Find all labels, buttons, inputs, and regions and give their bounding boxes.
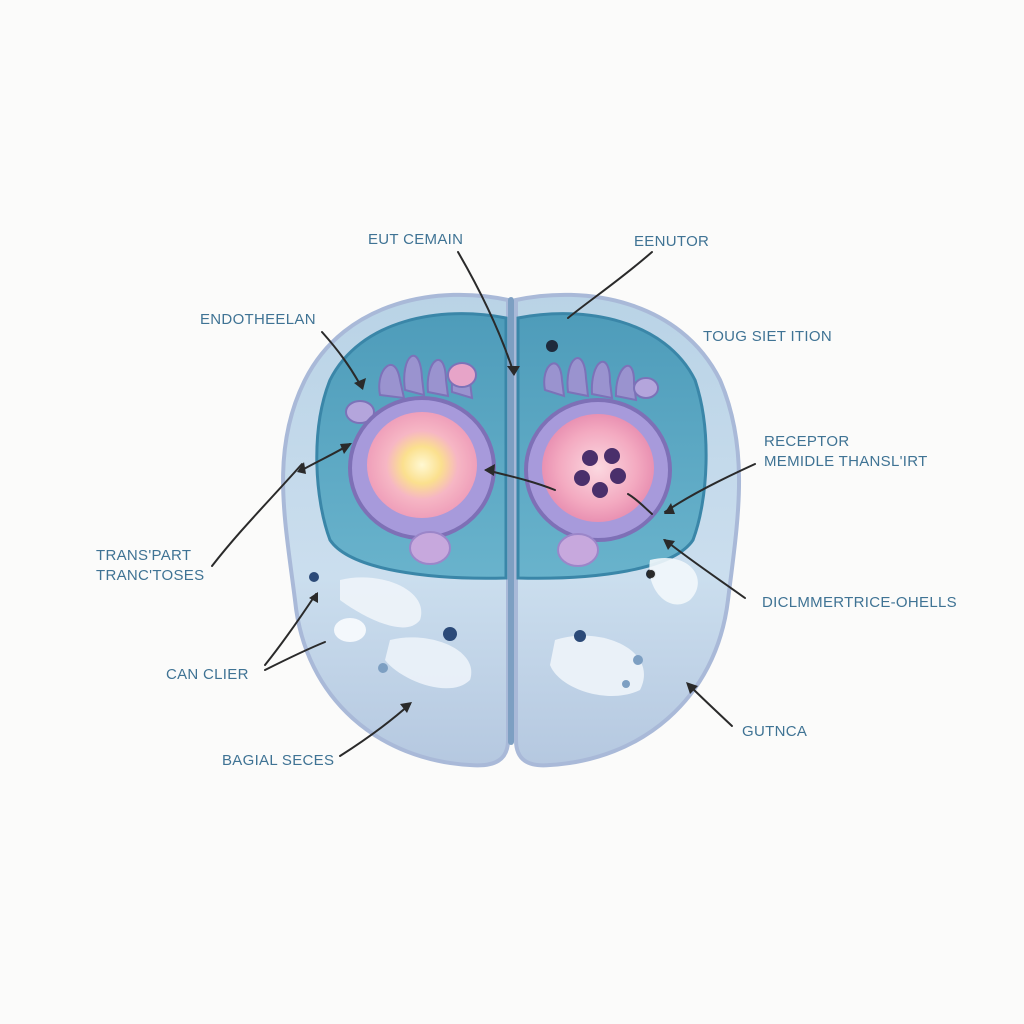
right-dark-granule	[546, 340, 558, 352]
label-receptor-line1: RECEPTOR	[764, 433, 850, 450]
leader-gutnca	[687, 683, 733, 727]
label-transpart-line1: TRANS'PART	[96, 547, 192, 564]
label-eenutor: EENUTOR	[634, 233, 710, 250]
arrowhead-receptor	[664, 503, 675, 514]
left-granule-2	[443, 627, 457, 641]
right-granule-2	[633, 655, 643, 665]
arrowhead-endotheelan	[354, 378, 366, 390]
label-transpart-line2: TRANC'TOSES	[96, 567, 205, 584]
left-vacuole-3	[334, 618, 366, 642]
arrowhead-transpart	[297, 462, 306, 474]
leader-lines	[211, 251, 756, 757]
right-vacuole-2	[649, 558, 698, 605]
arrowhead-transpart-2	[340, 443, 352, 454]
arrowhead-dclammer	[663, 539, 675, 550]
marker-dclammer-dot	[647, 570, 655, 578]
label-gutnca: GUTNCA	[742, 723, 808, 740]
label-endotheelan: ENDOTHEELAN	[200, 311, 316, 328]
leader-can-clier-1	[264, 593, 317, 666]
label-toug-set-ition: TOUG SIET ITION	[703, 328, 832, 345]
arrowhead-gutnca	[686, 682, 698, 694]
cell-left-icon	[281, 292, 510, 768]
leader-transpart	[211, 463, 303, 567]
leader-receptor-inner-right	[627, 493, 653, 515]
leader-dclammer	[664, 539, 746, 599]
right-nucleus	[542, 414, 654, 522]
label-bagial-seces: BAGIAL SECES	[222, 752, 335, 769]
arrowhead-bagial-seces	[400, 702, 412, 713]
left-vesicle	[409, 531, 451, 565]
left-vacuole-1	[340, 577, 422, 628]
leader-bagial-seces	[339, 703, 411, 757]
right-vacuole-1	[550, 635, 644, 696]
right-golgi	[543, 357, 659, 402]
arrowhead-can-clier	[309, 592, 318, 603]
leader-eenutor	[567, 251, 653, 319]
right-chromatin-dots	[574, 448, 626, 498]
left-vacuole-2	[385, 637, 472, 689]
label-eut-cemain: EUT CEMAIN	[368, 231, 464, 248]
left-granule-1	[309, 572, 319, 582]
left-granule-3	[378, 663, 388, 673]
cell-right-icon	[514, 292, 741, 768]
arrowhead-eut-cemain	[507, 366, 520, 376]
label-dclammer: DICLMMERTRICE-OHELLS	[762, 594, 957, 611]
right-granule-1	[574, 630, 586, 642]
arrow-heads	[297, 366, 698, 713]
leader-eut-cemain	[457, 251, 515, 375]
left-nucleus	[367, 412, 477, 518]
label-can-clier: CAN CLIER	[166, 666, 249, 683]
leader-can-clier-2	[264, 641, 326, 671]
label-receptor-line2: MEMIDLE THANSL'IRT	[764, 453, 928, 470]
arrowhead-receptor-inner	[484, 464, 495, 476]
left-golgi	[345, 354, 477, 424]
right-granule-3	[622, 680, 630, 688]
right-vesicle	[557, 533, 599, 567]
leader-receptor	[664, 463, 756, 513]
